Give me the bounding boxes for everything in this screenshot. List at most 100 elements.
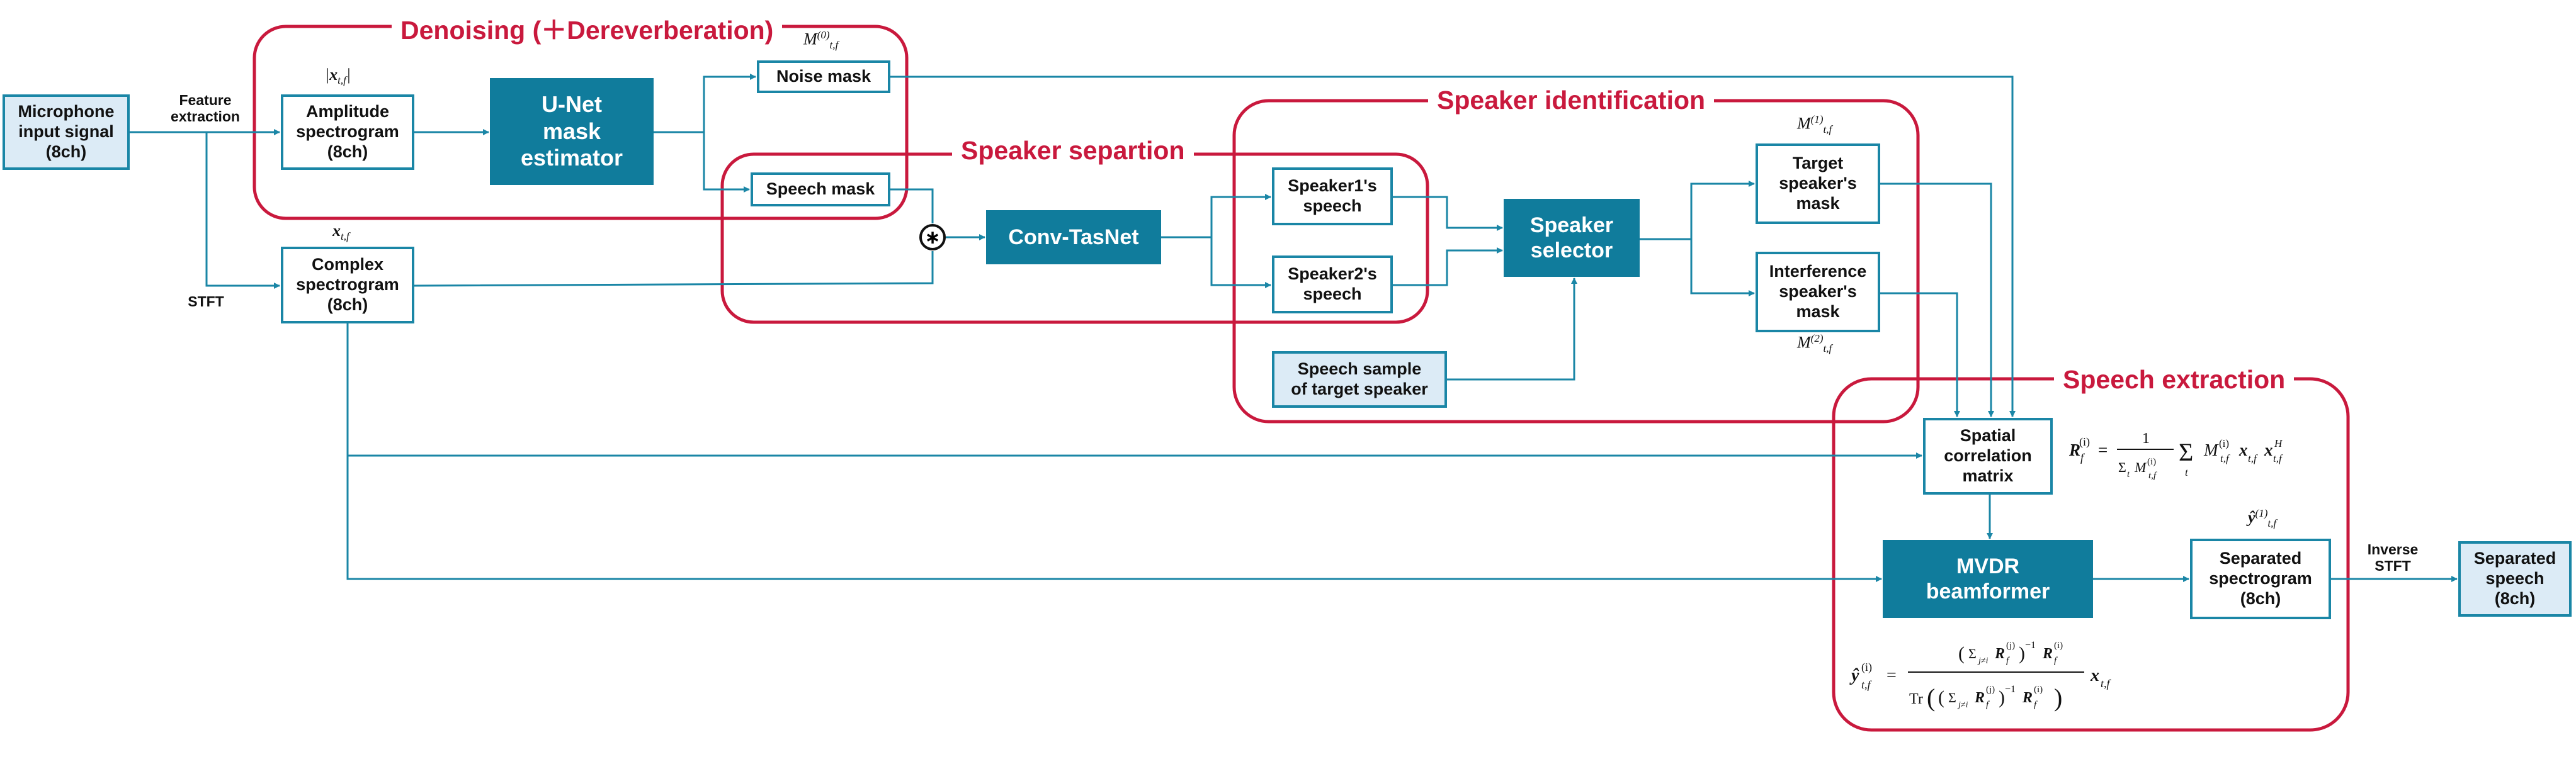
svg-text:t: t (2185, 466, 2189, 478)
mvdr-equation: ŷ t,f (i) = ( Σ j≠i R f (j) ) −1 R f (i)… (1849, 640, 2112, 712)
svg-text:t: t (2127, 469, 2130, 480)
feature-extraction-label: Feature extraction (171, 92, 240, 125)
edge-complex-to-mvdr (346, 456, 1882, 582)
edge-complex-to-mult (414, 251, 934, 287)
edge-selector-to-target (1640, 181, 1755, 240)
svg-text:−1: −1 (2025, 640, 2036, 651)
svg-text:=: = (1887, 666, 1897, 685)
svg-text:(: ( (1927, 683, 1935, 712)
svg-text:t,f: t,f (2248, 452, 2258, 464)
svg-text:f: f (1986, 700, 1990, 710)
conv-tasnet-node: Conv-TasNet (986, 210, 1161, 264)
svg-text:H: H (2274, 437, 2283, 449)
speaker1-speech-node: Speaker1's speech (1272, 167, 1393, 225)
target-speaker-mask-node: Target speaker's mask (1756, 143, 1880, 224)
svg-text:(i): (i) (2147, 457, 2156, 467)
speaker-selector-node: Speaker selector (1504, 199, 1640, 277)
svg-text:M: M (2134, 459, 2147, 475)
group-title-speaker-identification: Speaker identification (1428, 86, 1715, 115)
svg-text:Tr: Tr (1909, 691, 1923, 707)
svg-text:R: R (1974, 690, 1985, 706)
svg-text:R: R (2042, 646, 2053, 662)
svg-text:(: ( (1958, 643, 1965, 664)
svg-text:1: 1 (2142, 430, 2150, 447)
svg-text:f: f (2034, 700, 2038, 710)
microphone-input-node: Microphone input signal (8ch) (3, 94, 130, 170)
svg-text:(i): (i) (2079, 435, 2090, 449)
svg-text:Σ: Σ (2179, 438, 2193, 466)
svg-text:x: x (2264, 441, 2273, 459)
svg-text:): ) (2054, 683, 2062, 712)
edge-target-to-spatial (1880, 182, 1994, 417)
svg-text:f: f (2080, 451, 2085, 464)
svg-text:x: x (2238, 441, 2248, 459)
edge-conv-to-speaker2 (1210, 237, 1271, 288)
svg-text:(i): (i) (2054, 641, 2063, 651)
edge-speaker1-to-selector (1393, 196, 1503, 231)
svg-text:R: R (2068, 441, 2080, 459)
svg-text:M: M (2203, 441, 2219, 459)
svg-text:Σ: Σ (2118, 459, 2126, 475)
svg-text:f: f (2006, 656, 2010, 666)
svg-text:(i): (i) (2219, 437, 2229, 449)
complex-spectrogram-node: Complex spectrogram (8ch) (281, 247, 414, 323)
multiply-operator-icon: ∗ (919, 224, 946, 250)
svg-text:j≠i: j≠i (1977, 656, 1989, 666)
svg-text:): ) (1999, 687, 2005, 708)
separated-spec-symbol: ŷ(1)t,f (2248, 507, 2277, 529)
svg-text:(: ( (1938, 687, 1944, 708)
svg-text:R: R (2022, 690, 2033, 706)
spatial-correlation-matrix-node: Spatial correlation matrix (1923, 418, 2053, 495)
edge-complex-to-spatial (346, 323, 1922, 459)
svg-text:Σ: Σ (1968, 646, 1977, 661)
edge-unet-to-noise (654, 74, 756, 133)
amplitude-spectrogram-node: Amplitude spectrogram (8ch) (281, 94, 414, 170)
edge-sample-to-selector (1447, 278, 1577, 381)
noise-mask-node: Noise mask (757, 60, 890, 93)
speaker2-speech-node: Speaker2's speech (1272, 255, 1393, 313)
target-mask-symbol: M(1)t,f (1797, 113, 1832, 135)
spatial-correlation-equation: R f (i) = 1 Σ t M t,f (i) Σ t M t,f (i) … (2068, 430, 2283, 481)
edge-speaker2-to-selector (1393, 247, 1503, 286)
amplitude-symbol: |xt,f| (325, 65, 351, 87)
edge-conv-to-speaker1 (1161, 194, 1271, 239)
svg-text:(j): (j) (2006, 641, 2015, 651)
svg-text:t,f: t,f (1861, 678, 1873, 691)
edge-interference-to-spatial (1880, 292, 1960, 417)
edge-speechmask-to-mult (890, 188, 934, 223)
svg-text:t,f: t,f (2148, 471, 2157, 481)
complex-symbol: xt,f (332, 222, 349, 243)
edge-selector-to-interference (1690, 239, 1755, 296)
speech-mask-node: Speech mask (751, 172, 890, 206)
interference-speaker-mask-node: Interference speaker's mask (1756, 252, 1880, 332)
group-title-speech-extraction: Speech extraction (2054, 365, 2295, 395)
separated-speech-node: Separated speech (8ch) (2458, 541, 2572, 617)
group-title-denoising: Denoising (＋Dereverberation) (392, 9, 783, 47)
edge-mic-to-complex (205, 132, 280, 289)
svg-text:t,f: t,f (2273, 452, 2283, 464)
stft-label: STFT (188, 293, 224, 310)
edge-unet-to-speech (703, 132, 750, 193)
svg-text:Σ: Σ (1948, 690, 1956, 705)
svg-text:(j): (j) (1986, 685, 1995, 695)
inverse-stft-label: Inverse STFT (2367, 541, 2419, 575)
separated-spectrogram-node: Separated spectrogram (8ch) (2190, 539, 2331, 619)
svg-text:(i): (i) (1861, 661, 1872, 674)
svg-text:R: R (1994, 646, 2005, 662)
svg-text:(i): (i) (2034, 685, 2043, 695)
edge-noise-to-spatial (890, 76, 2016, 417)
interference-mask-symbol: M(2)t,f (1797, 332, 1832, 354)
speech-sample-node: Speech sample of target speaker (1272, 351, 1447, 408)
svg-text:t,f: t,f (2220, 452, 2230, 464)
svg-text:f: f (2054, 656, 2058, 666)
svg-text:−1: −1 (2005, 684, 2016, 695)
svg-text:j≠i: j≠i (1957, 700, 1968, 710)
svg-text:t,f: t,f (2101, 677, 2112, 690)
svg-text:=: = (2098, 441, 2108, 459)
svg-text:): ) (2019, 643, 2025, 664)
unet-mask-estimator-node: U-Net mask estimator (490, 78, 654, 185)
svg-text:ŷ: ŷ (1849, 666, 1859, 685)
noise-mask-symbol: M(0)t,f (803, 29, 839, 51)
svg-text:x: x (2090, 666, 2099, 685)
